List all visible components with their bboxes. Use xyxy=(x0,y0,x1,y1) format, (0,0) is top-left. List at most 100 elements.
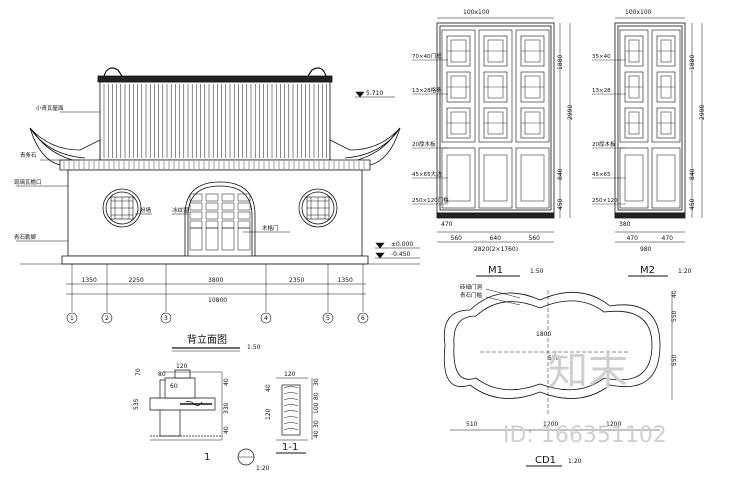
detail-1-1-dim: 30 xyxy=(313,378,320,386)
axis-label: 5 xyxy=(326,315,330,322)
door-panel xyxy=(520,154,545,202)
m1-scale: 1:50 xyxy=(530,268,544,275)
door-leaf-upper xyxy=(478,29,513,143)
axis-label: 4 xyxy=(264,315,268,322)
door-lattice-cell xyxy=(189,193,203,202)
door-lattice-cell xyxy=(205,211,219,220)
detail-1 xyxy=(149,369,223,441)
axis-label: 3 xyxy=(164,315,168,322)
dim-side: 2990 xyxy=(567,105,574,120)
detail-1-dim: 40 xyxy=(223,426,230,434)
door-panel xyxy=(237,227,251,251)
dim-value: 470 xyxy=(662,235,674,242)
dim-value: 640 xyxy=(490,235,502,242)
label-eave: 琉璃瓦檐口 xyxy=(14,178,42,186)
level-marks xyxy=(355,91,420,259)
door-lattice-cell xyxy=(205,193,219,202)
detail-1-1-dim: 100 xyxy=(313,402,320,414)
door-panel xyxy=(189,227,203,251)
axis-bubble xyxy=(66,312,78,324)
label-window: 冰纹窗 xyxy=(172,206,189,214)
door-label: 35×40 xyxy=(592,54,611,60)
dim-side: 840 xyxy=(689,168,696,180)
detail-1-title: 1 xyxy=(204,452,210,463)
door-label: 250×120 xyxy=(592,198,618,204)
cd1-dim: 550 xyxy=(548,355,560,362)
door-panel xyxy=(656,154,676,202)
level-top: 5.710 xyxy=(366,90,383,97)
cd1-dim: 510 xyxy=(466,421,478,428)
axis-lines xyxy=(71,264,364,312)
door-lattice-cell xyxy=(221,211,235,220)
cd1-dim: 1200 xyxy=(606,421,621,428)
detail-1-1-dim: 120 xyxy=(265,408,272,420)
door-leaf-upper xyxy=(441,29,476,143)
cd1-label-1: 砖细门洞 xyxy=(460,283,483,291)
detail-1-1-dim: 40 xyxy=(313,430,320,438)
cd1-scale: 1:20 xyxy=(568,458,582,465)
label-wall: 粉墙 xyxy=(140,206,152,214)
watermark: 知末 ID: 166351102 xyxy=(503,348,667,448)
hatch-curve xyxy=(283,416,299,419)
detail-1-dim: 70 xyxy=(135,368,142,376)
dim-value: 560 xyxy=(451,235,463,242)
label-door: 木格门 xyxy=(262,224,279,232)
door-label: 20厚木板 xyxy=(412,140,436,148)
m2-top-dim: 100x100 xyxy=(625,9,652,16)
cd1-dim: 1200 xyxy=(543,421,558,428)
label-base: 青条石 xyxy=(20,151,37,159)
axis-bubble xyxy=(160,312,172,324)
plinth xyxy=(61,255,369,265)
door-leaf-lower xyxy=(478,147,513,209)
hatch-curve xyxy=(283,386,299,389)
door-panel xyxy=(205,227,219,251)
door-label: 20厚木板 xyxy=(592,140,616,148)
level-zero: ±0.000 xyxy=(391,241,413,248)
detail-1-1 xyxy=(276,377,313,441)
dim-side: 2990 xyxy=(699,105,706,120)
detail-1-dim: 40 xyxy=(223,378,230,386)
door-panel xyxy=(483,154,508,202)
door-leaf-upper xyxy=(515,29,550,143)
detail-1-1-dim: 120 xyxy=(284,371,296,378)
detail-1-1-dim: 30 xyxy=(313,420,320,428)
door-label: 45×65大边 xyxy=(412,170,442,178)
dim-side: 450 xyxy=(689,198,696,210)
dim-inner: 470 xyxy=(441,221,453,228)
m2-title: M2 xyxy=(640,265,655,276)
dim-side: 840 xyxy=(557,168,564,180)
round-window-right xyxy=(298,188,338,228)
elevation-dimension-lines xyxy=(66,283,366,295)
detail-1-dim: 535 xyxy=(133,398,140,410)
dimension-value: 1350 xyxy=(82,277,97,284)
rear-elevation xyxy=(20,67,420,312)
label-ridge: 小青瓦屋面 xyxy=(36,104,64,112)
door-m2 xyxy=(614,22,686,219)
door-panel xyxy=(221,227,235,251)
door-lattice-cell xyxy=(221,193,235,202)
cd1-label-2: 青石门槛 xyxy=(460,291,483,299)
roof xyxy=(29,67,401,171)
axis-bubble xyxy=(357,312,369,324)
elevation-scale: 1:50 xyxy=(247,344,261,351)
detail-1-1-title: 1-1 xyxy=(282,442,298,453)
cd1-side-dim: 40 xyxy=(671,290,678,298)
axis-label: 2 xyxy=(105,315,109,322)
detail-1-dim: 80 xyxy=(158,371,166,378)
detail-1-dim: 330 xyxy=(223,402,230,414)
cd1-dim: 1800 xyxy=(536,331,551,338)
door-lattice-cell xyxy=(237,193,251,202)
elevation-total-dim: 10800 xyxy=(208,297,227,304)
label-plinth: 青石勒脚 xyxy=(14,233,37,241)
door-label: 250×120门槛 xyxy=(412,196,449,204)
cd1-side-dim: 550 xyxy=(671,310,678,322)
detail-1-1-dim: 40 xyxy=(265,384,272,392)
hatch-curve xyxy=(283,428,299,431)
dim-side: 1880 xyxy=(689,55,696,70)
